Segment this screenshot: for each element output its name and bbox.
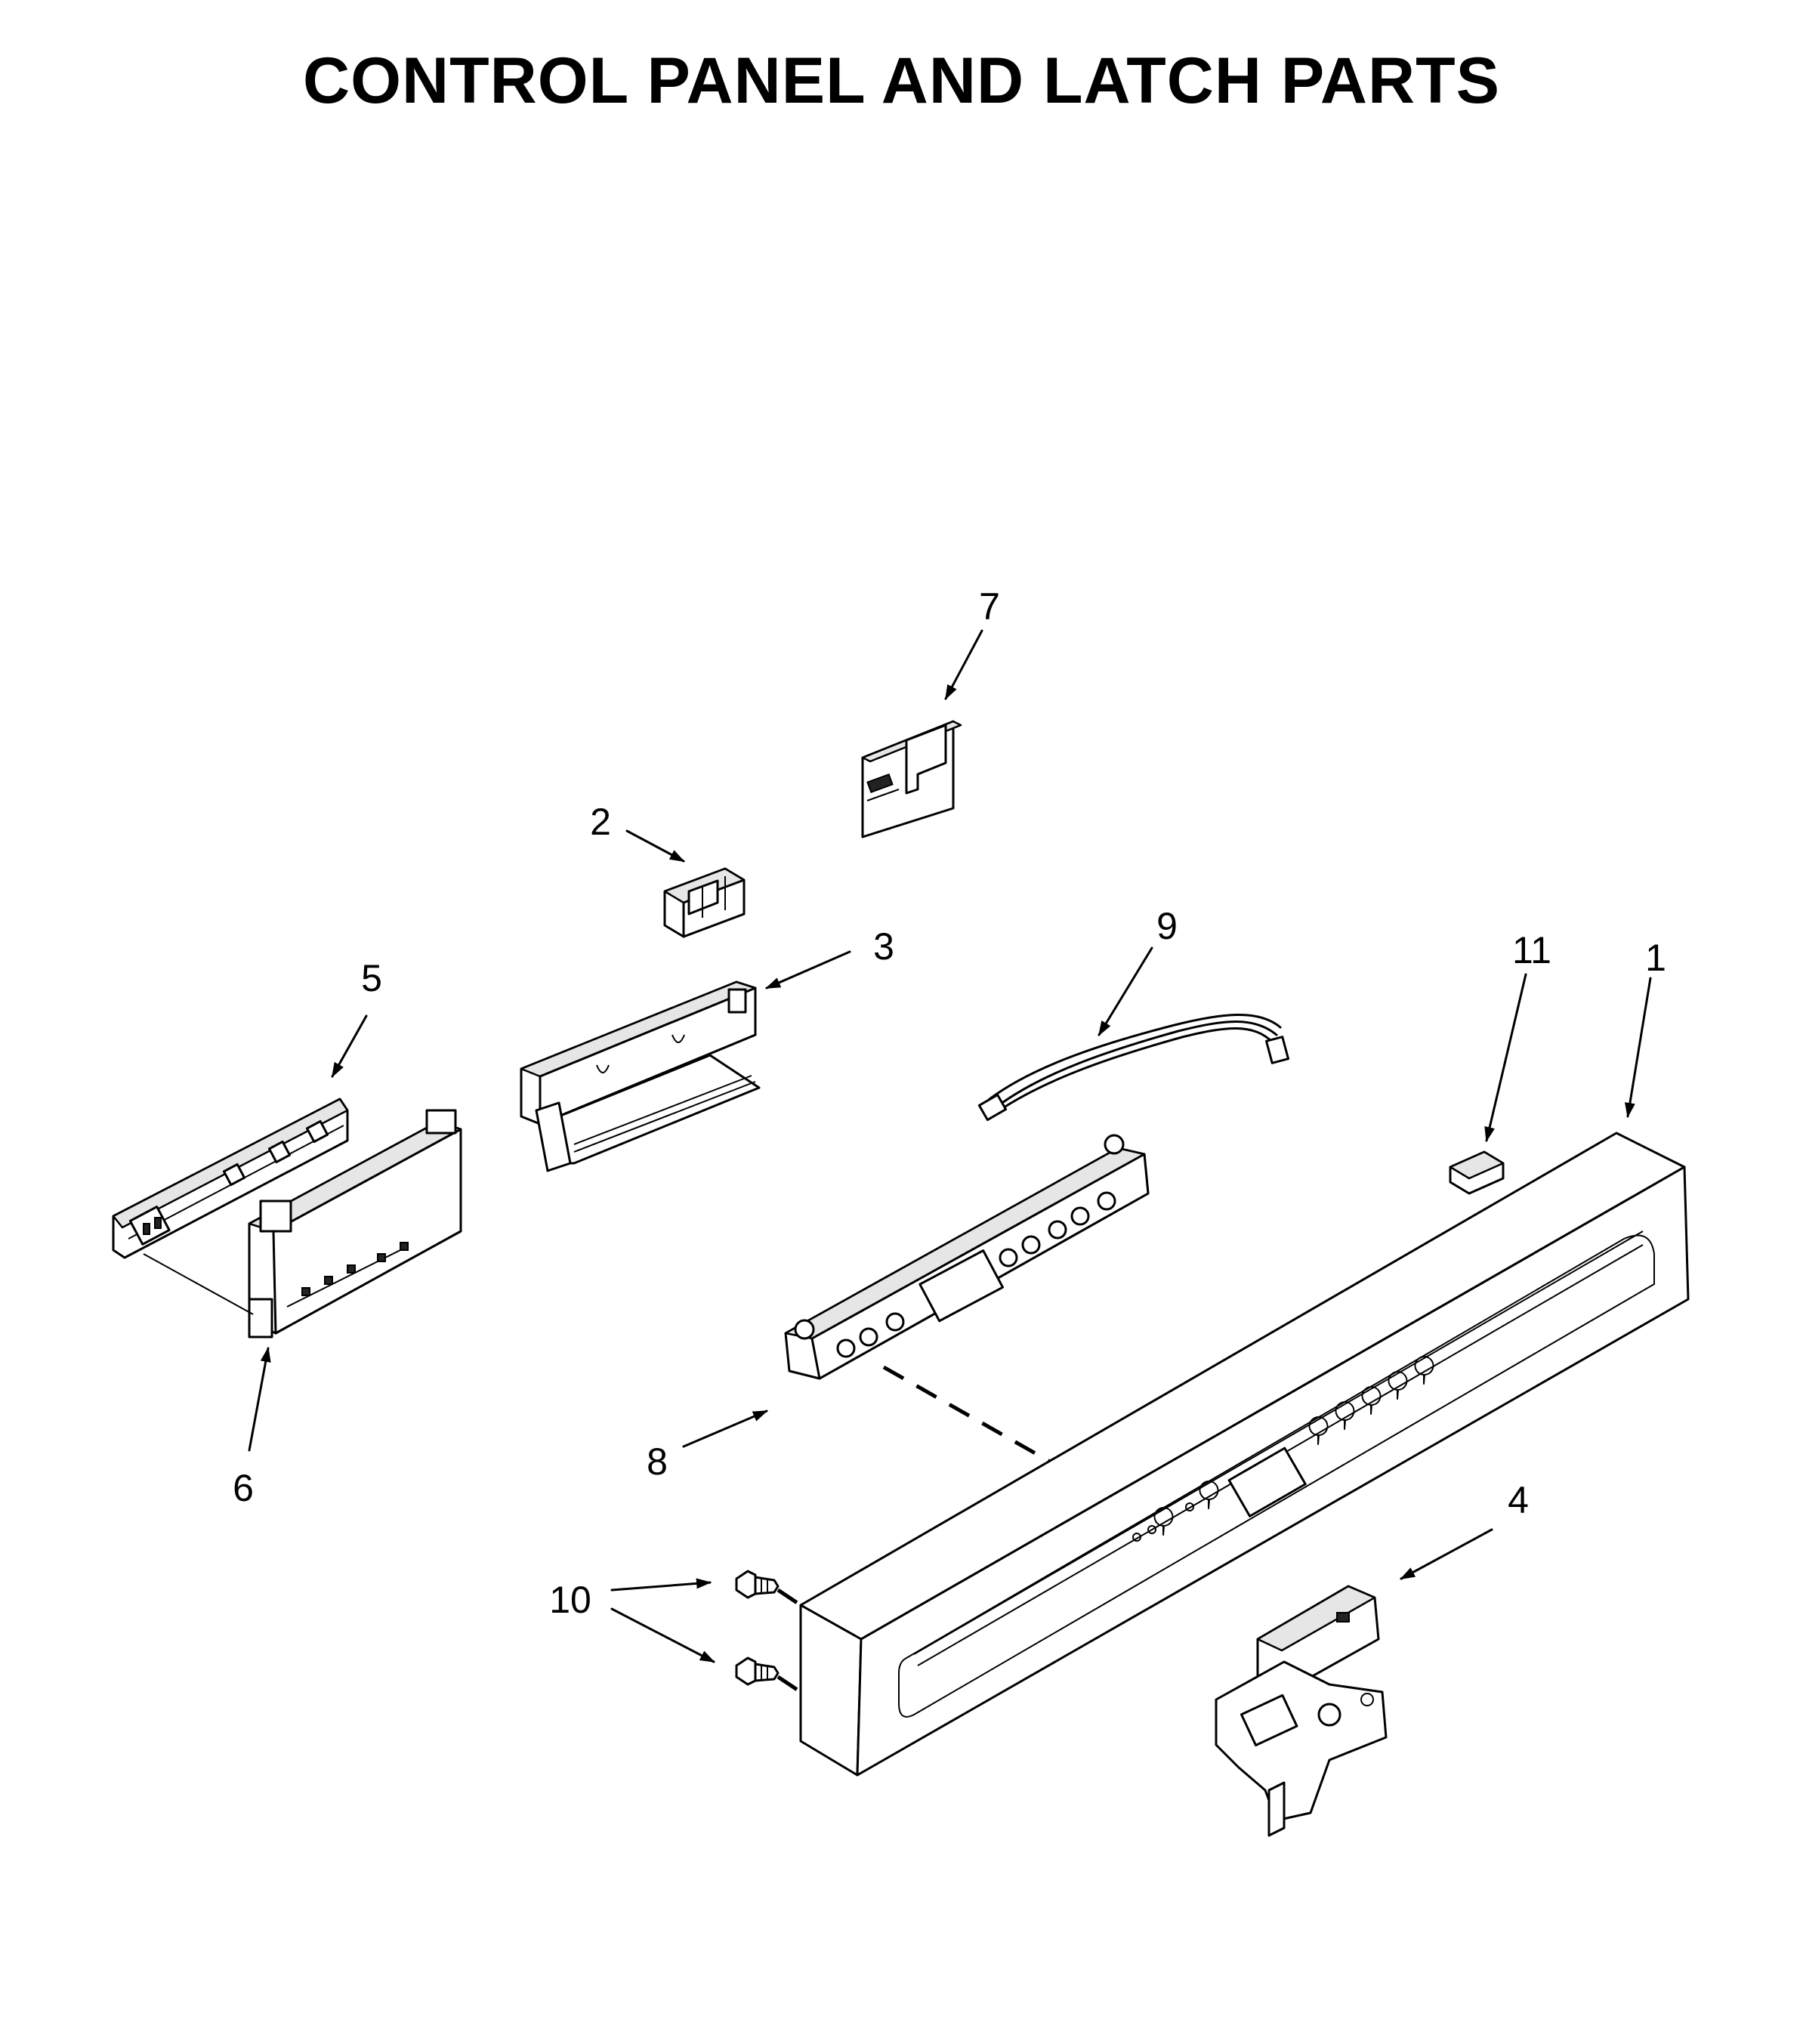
arrow-9: [1098, 946, 1153, 1036]
part-8-ui-board: [784, 1134, 1150, 1380]
callout-8: 8: [647, 1440, 668, 1483]
arrow-2: [625, 829, 685, 863]
callout-1: 1: [1645, 937, 1666, 979]
callout-labels: 7 2 3 5 6 9 11 1 8 4 10: [233, 585, 1666, 1621]
screw-lower: [735, 1657, 780, 1686]
arrow-10a: [610, 1578, 712, 1592]
part-6-control-board: [143, 1109, 462, 1338]
part-1-control-panel: [799, 1132, 1690, 1777]
arrow-6: [248, 1347, 271, 1452]
alignment-line-10a: [776, 1588, 802, 1607]
callout-6: 6: [233, 1467, 254, 1509]
arrow-3: [765, 950, 851, 990]
part-7-bracket: [861, 720, 962, 838]
arrow-8: [682, 1409, 768, 1448]
arrow-7: [944, 629, 983, 700]
alignment-line-10b: [776, 1675, 802, 1694]
page-title: CONTROL PANEL AND LATCH PARTS: [303, 45, 1500, 117]
part-2-clip: [663, 867, 746, 938]
part-4-door-latch: [1215, 1585, 1388, 1837]
callout-5: 5: [361, 957, 382, 999]
arrow-10b: [610, 1607, 715, 1663]
part-5-connector-bracket: [112, 1098, 349, 1259]
leader-arrows: [248, 629, 1652, 1663]
callout-7: 7: [979, 585, 1000, 628]
alignment-line-8: [882, 1365, 1051, 1464]
part-11-clip: [1449, 1150, 1505, 1195]
arrow-5: [331, 1014, 368, 1078]
arrow-4: [1400, 1528, 1493, 1580]
callout-9: 9: [1156, 905, 1178, 947]
callout-3: 3: [873, 925, 894, 968]
callout-4: 4: [1508, 1479, 1529, 1521]
part-10-screws: [735, 1570, 802, 1694]
callout-11: 11: [1512, 929, 1551, 971]
callout-2: 2: [590, 801, 611, 843]
arrow-11: [1484, 973, 1527, 1142]
ui-board-buttons: [836, 1191, 1116, 1358]
arrow-1: [1625, 977, 1652, 1118]
part-3-housing: [520, 980, 761, 1172]
panel-button-holes: [1132, 1356, 1434, 1542]
screw-upper: [735, 1570, 780, 1599]
callout-10: 10: [549, 1579, 591, 1621]
part-9-wire-harness: [977, 1013, 1290, 1122]
